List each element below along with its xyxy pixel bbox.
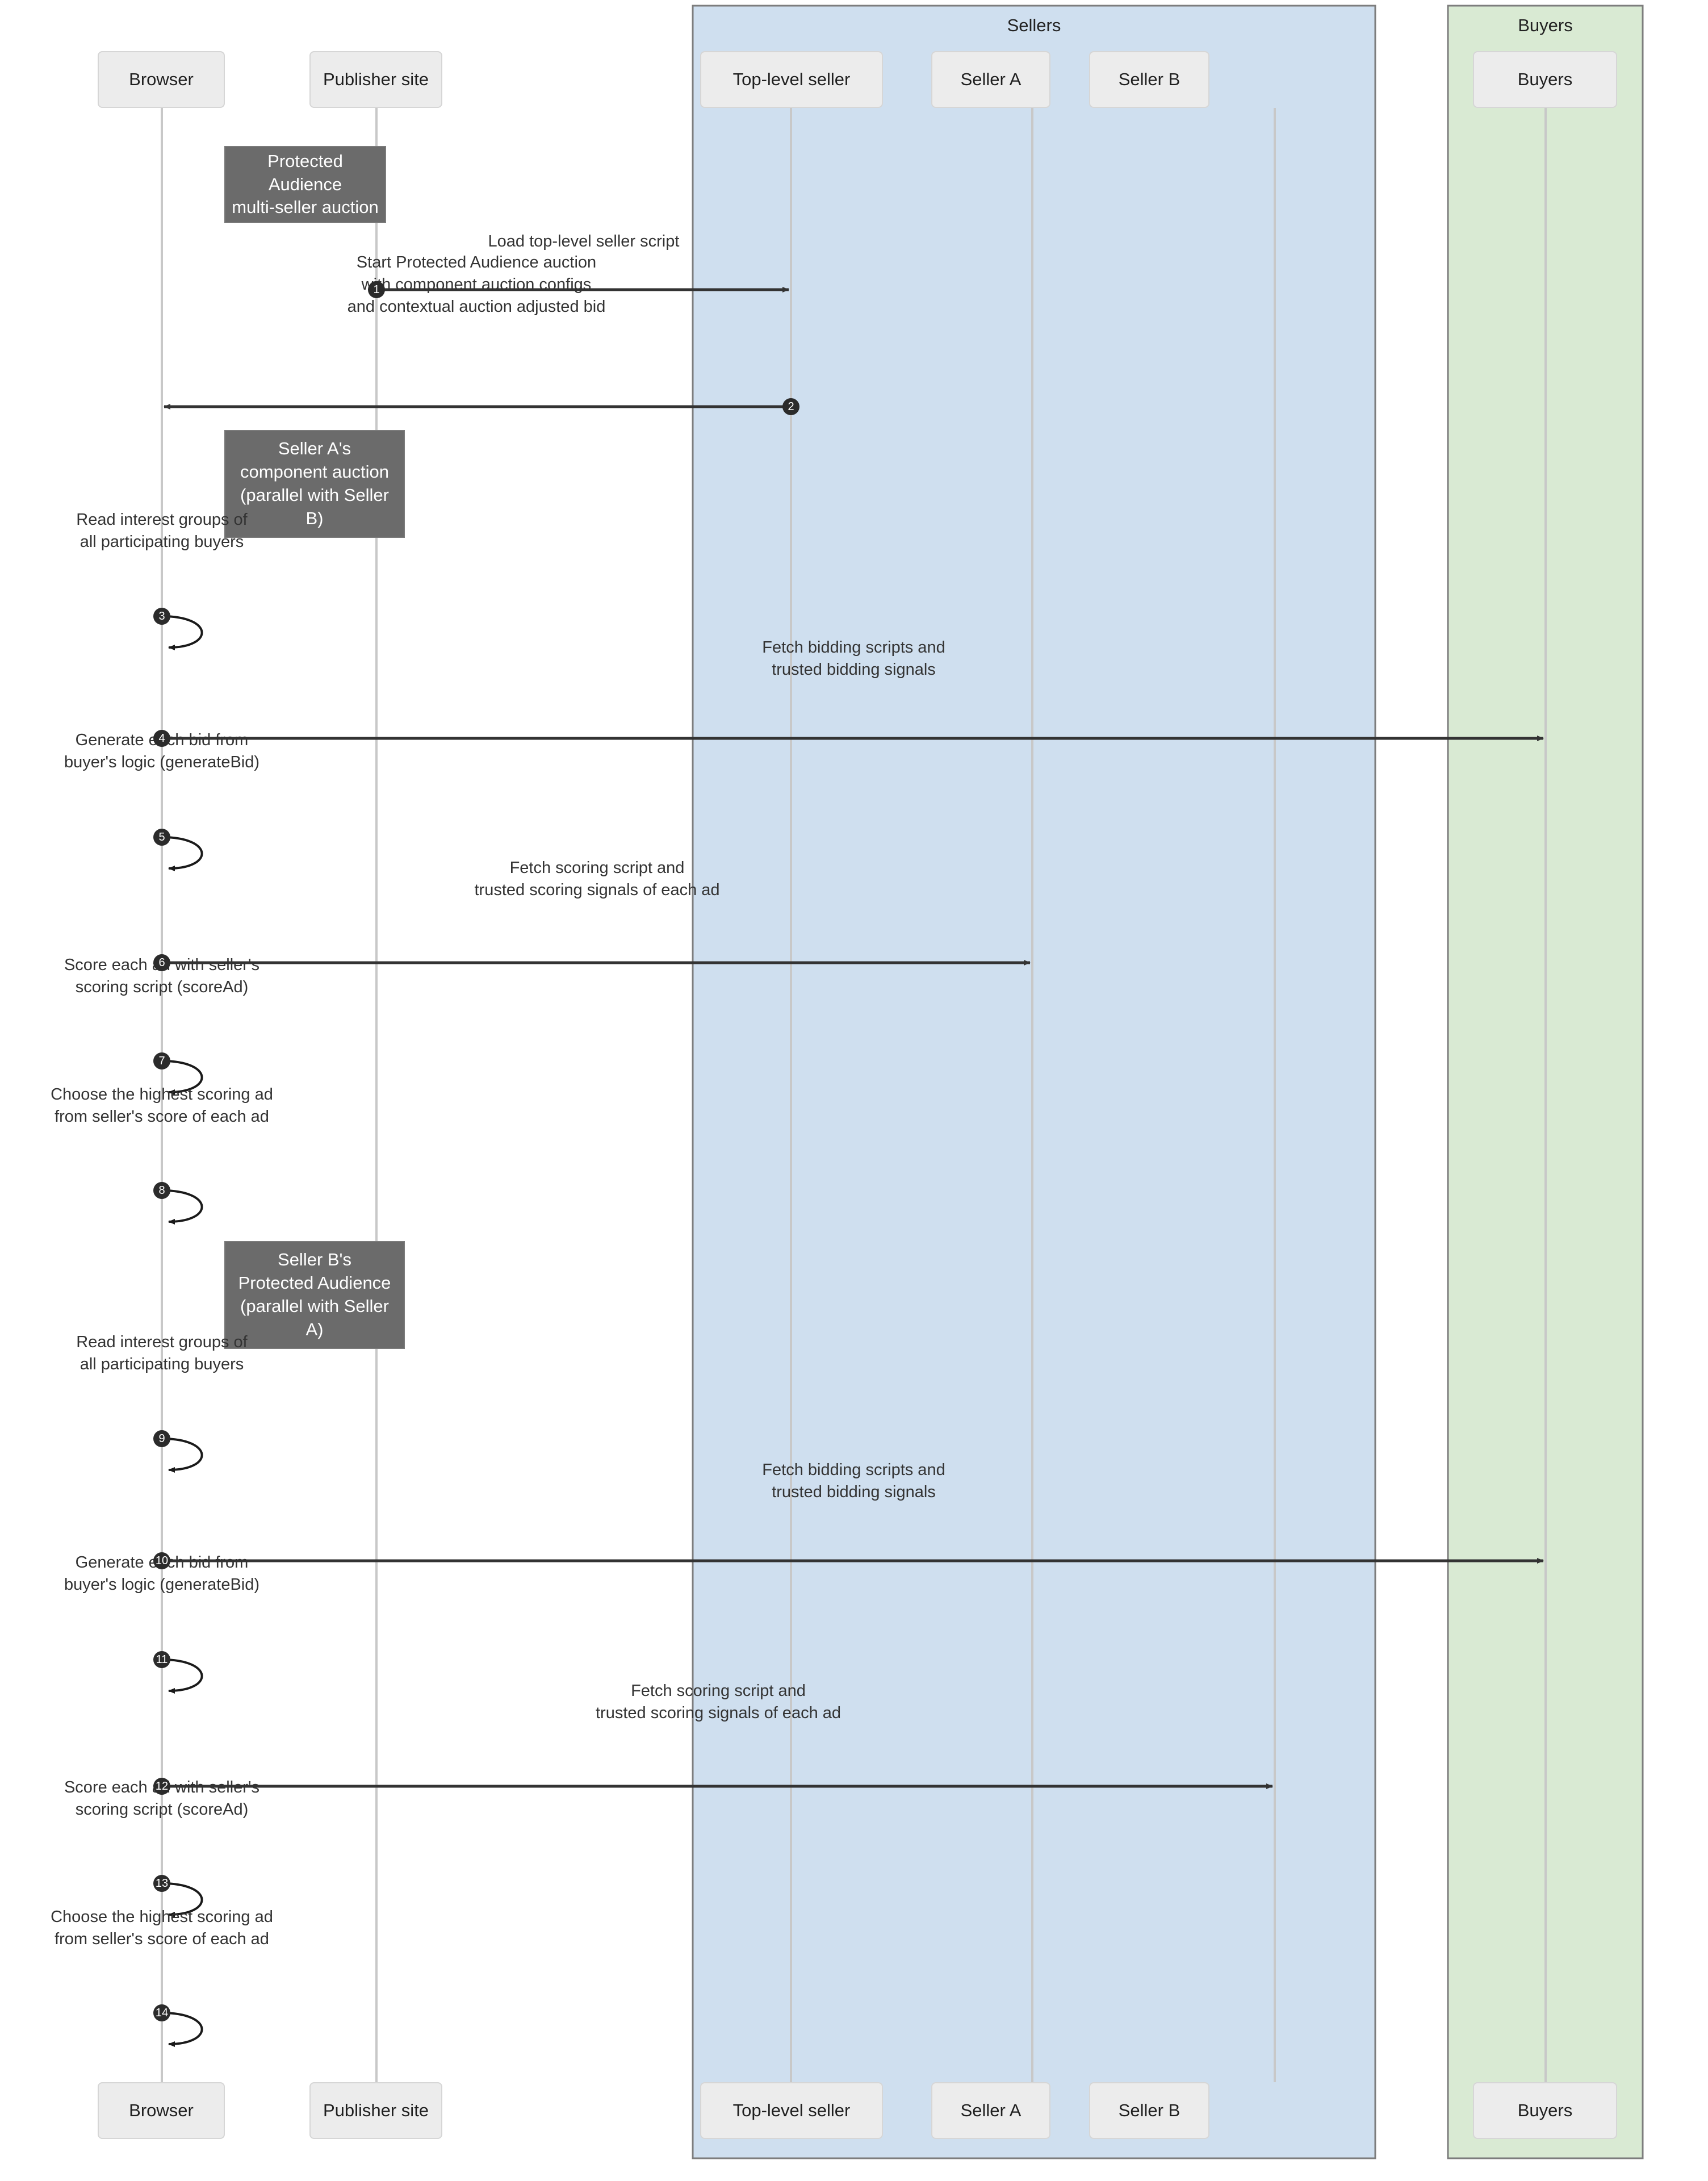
group-bands: [692, 5, 1644, 2159]
actor-footer-browser[interactable]: Browser: [98, 2082, 225, 2139]
self-message-11: [161, 1658, 203, 1694]
sequence-badge-8: 8: [153, 1182, 170, 1199]
message-label-11: Generate each bid from buyer's logic (ge…: [64, 1553, 260, 1594]
message-label-4: Fetch bidding scripts and trusted biddin…: [762, 638, 945, 679]
note-line: (parallel with Seller B): [240, 485, 389, 528]
actor-header-top-level-seller[interactable]: Top-level seller: [700, 51, 883, 108]
message-label-2: Start Protected Audience auction with co…: [347, 253, 606, 316]
actor-header-publisher-site[interactable]: Publisher site: [309, 51, 442, 108]
group-band-sellers: [692, 5, 1376, 2159]
self-message-5: [161, 836, 203, 871]
sequence-badge-11: 11: [153, 1651, 170, 1668]
message-label-13: Score each ad with seller's scoring scri…: [64, 1778, 260, 1819]
self-message-14: [161, 2012, 203, 2047]
sequence-badge-7: 7: [153, 1052, 170, 1069]
self-message-9: [161, 1438, 203, 1473]
actor-label: Top-level seller: [732, 69, 851, 89]
message-label-6: Fetch scoring script and trusted scoring…: [474, 859, 720, 900]
actor-label: Publisher site: [323, 69, 429, 89]
message-label-10: Fetch bidding scripts and trusted biddin…: [762, 1461, 945, 1502]
message-label-1: Load top-level seller script: [488, 232, 680, 250]
note-line: Protected Audience: [238, 1273, 391, 1293]
message-label-9: Read interest groups of all participatin…: [76, 1333, 248, 1374]
sequence-badge-5: 5: [153, 829, 170, 846]
message-arrows: [161, 287, 1544, 2047]
note-seller-a-component-auction: Seller A's component auction (parallel wit…: [224, 430, 405, 538]
note-line: multi-seller auction: [232, 197, 379, 218]
message-label-8: Choose the highest scoring ad from selle…: [51, 1085, 273, 1126]
note-line: Seller A's: [278, 438, 351, 459]
message-label-5: Generate each bid from buyer's logic (ge…: [64, 731, 260, 772]
actor-label: Buyers: [1517, 2100, 1573, 2120]
sequence-badge-3: 3: [153, 608, 170, 625]
sequence-badge-6: 6: [153, 954, 170, 971]
actor-footer-publisher-site[interactable]: Publisher site: [309, 2082, 442, 2139]
group-label-sellers: Sellers: [1007, 15, 1061, 35]
actor-label: Browser: [129, 69, 194, 89]
actor-label: Publisher site: [323, 2100, 429, 2120]
actor-header-browser[interactable]: Browser: [98, 51, 225, 108]
actor-footer-seller-b[interactable]: Seller B: [1089, 2082, 1209, 2139]
actor-footer-buyers[interactable]: Buyers: [1473, 2082, 1617, 2139]
actor-label: Buyers: [1517, 69, 1573, 89]
message-label-14: Choose the highest scoring ad from selle…: [51, 1908, 273, 1949]
actor-header-buyers[interactable]: Buyers: [1473, 51, 1617, 108]
note-line: (parallel with Seller A): [240, 1296, 389, 1339]
message-label-12: Fetch scoring script and trusted scoring…: [595, 1682, 842, 1723]
note-protected-audience-multi-seller-auction: Protected Audience multi-seller auction: [224, 146, 386, 223]
sequence-badge-9: 9: [153, 1430, 170, 1447]
note-line: component auction: [240, 462, 389, 482]
actor-label: Seller B: [1118, 2100, 1180, 2120]
actor-header-seller-a[interactable]: Seller A: [931, 51, 1050, 108]
sequence-badge-12: 12: [153, 1778, 170, 1795]
self-message-3: [161, 615, 203, 650]
group-label-buyers: Buyers: [1518, 15, 1573, 35]
self-message-8: [161, 1189, 203, 1225]
actor-label: Seller A: [960, 2100, 1022, 2120]
sequence-badge-4: 4: [153, 730, 170, 747]
actor-label: Seller B: [1118, 69, 1180, 89]
sequence-badge-14: 14: [153, 2004, 170, 2021]
actor-header-seller-b[interactable]: Seller B: [1089, 51, 1209, 108]
actor-label: Top-level seller: [732, 2100, 851, 2120]
sequence-badge-1: 1: [368, 281, 385, 298]
self-message-7: [161, 1060, 203, 1095]
message-label-3: Read interest groups of all participatin…: [76, 511, 248, 551]
sequence-badge-10: 10: [153, 1552, 170, 1569]
note-line: Seller B's: [278, 1250, 351, 1270]
message-label-7: Score each ad with seller's scoring scri…: [64, 956, 260, 997]
sequence-badge-2: 2: [782, 398, 799, 415]
note-line: Protected Audience: [267, 151, 343, 194]
actor-label: Browser: [129, 2100, 194, 2120]
self-message-13: [161, 1882, 203, 1917]
sequence-badge-13: 13: [153, 1875, 170, 1892]
actor-label: Seller A: [960, 69, 1022, 89]
actor-footer-top-level-seller[interactable]: Top-level seller: [700, 2082, 883, 2139]
actor-footer-seller-a[interactable]: Seller A: [931, 2082, 1050, 2139]
